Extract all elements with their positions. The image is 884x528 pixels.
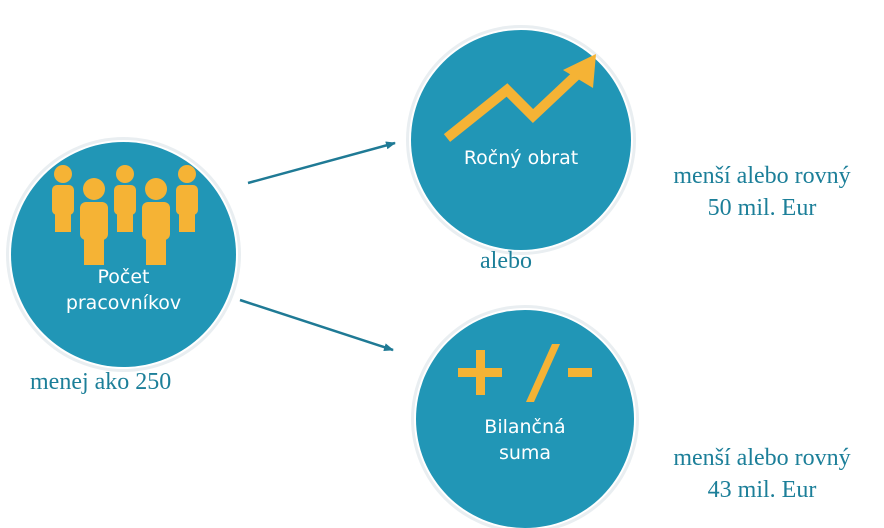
or-connector-text: alebo [480,248,532,274]
rising-trend-arrow-icon [443,54,596,142]
plus-minus-icon [458,344,592,402]
turnover-caption-line1: menší alebo rovný [673,163,851,189]
turnover-label: Ročný obrat [463,147,579,169]
balance-label-line1: Bilančná [484,416,566,438]
balance-circle: Bilančná suma [416,310,634,528]
balance-caption-line1: menší alebo rovný [673,445,851,471]
employees-label-line1: Počet [97,266,150,288]
connector-arrows [239,141,396,352]
balance-caption-line2: 43 mil. Eur [707,477,817,503]
turnover-caption-line2: 50 mil. Eur [707,195,817,221]
people-icon [52,165,198,265]
balance-label-line2: suma [498,442,552,464]
arrow-to-balance [239,298,394,352]
turnover-caption: menší alebo rovný 50 mil. Eur [640,160,884,224]
employees-caption: menej ako 250 [30,369,172,395]
arrow-to-turnover [247,141,396,185]
turnover-circle: Ročný obrat [411,30,631,250]
employees-label-line2: pracovníkov [65,292,182,314]
balance-caption: menší alebo rovný 43 mil. Eur [640,442,884,506]
employees-circle: Počet pracovníkov [11,142,236,367]
